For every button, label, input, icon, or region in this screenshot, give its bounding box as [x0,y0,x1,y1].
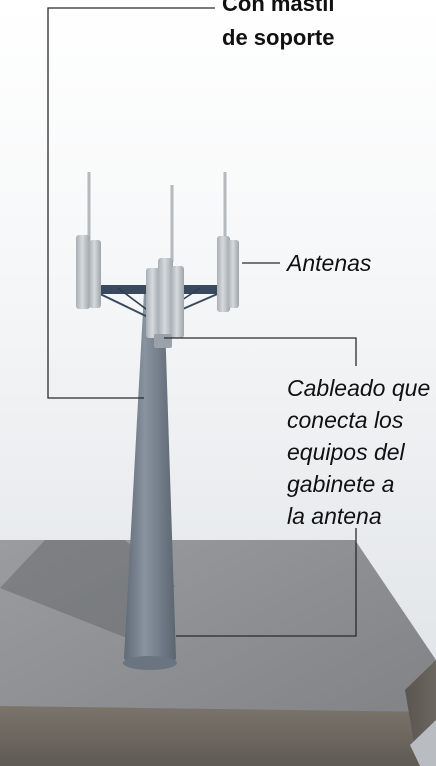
cable-junction [154,334,172,348]
leader-lines [47,7,357,637]
antenna-panel-icon [146,268,160,338]
label-support-mast: Con mástil de soporte [222,0,422,55]
label-cabling-line-4: gabinete a [287,471,395,497]
label-cabling-line-1: Cableado que [287,375,431,401]
label-antennas: Antenas [287,250,372,276]
label-cabling-line-3: equipos del [287,439,405,465]
monopole [124,292,176,668]
ground-front-face [0,706,436,766]
antenna-panel-icon [76,235,90,309]
leader-line-cabling-bottom [176,528,357,637]
tower-base [123,656,177,670]
antenna-panel-icon [228,240,239,308]
tower-pole [123,292,177,670]
antenna-panel-icon [171,266,184,338]
leader-line-support-mast [47,7,215,399]
ground-block [0,540,436,766]
ground-corner-highlight [410,720,436,766]
leader-line-cabling-top [164,337,357,366]
antenna-panel-icon [89,240,101,308]
label-cabling-line-2: conecta los [287,407,404,433]
antenna-panels [76,235,239,348]
label-cabling-line-5: la antena [287,503,382,529]
whip-antennas [87,172,227,262]
antenna-panel-icon [158,258,173,340]
label-cabling: Cableado que conecta los equipos del gab… [287,372,436,532]
label-support-mast-line-2: de soporte [222,25,335,50]
label-support-mast-line-1: Con mástil [222,0,335,16]
antenna-panel-icon [217,236,230,312]
